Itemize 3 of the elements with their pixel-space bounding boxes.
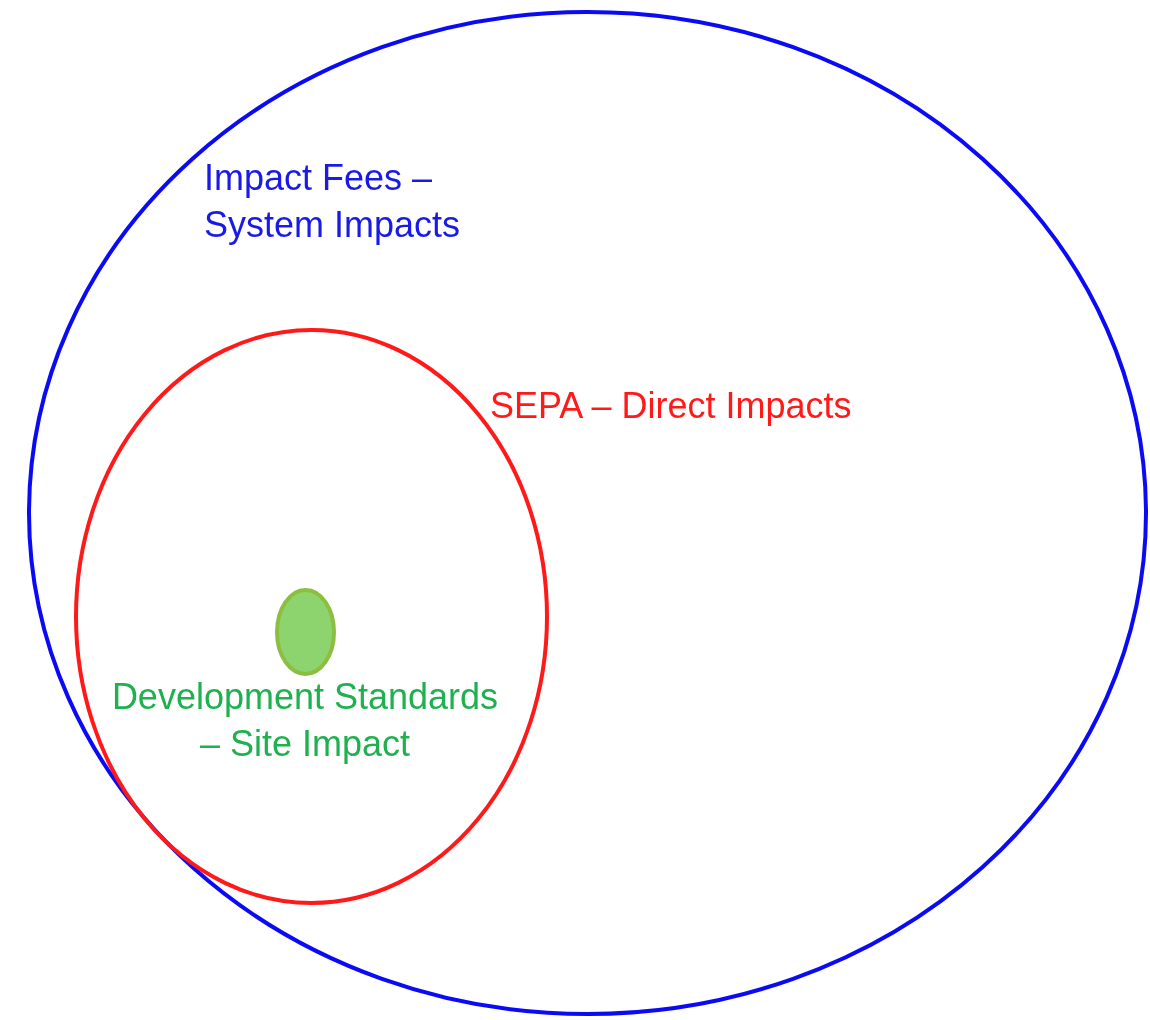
middle-label: SEPA – Direct Impacts bbox=[490, 384, 853, 428]
outer-label: Impact Fees – System Impacts bbox=[204, 156, 462, 247]
inner-label: Development Standards – Site Impact bbox=[110, 675, 500, 766]
